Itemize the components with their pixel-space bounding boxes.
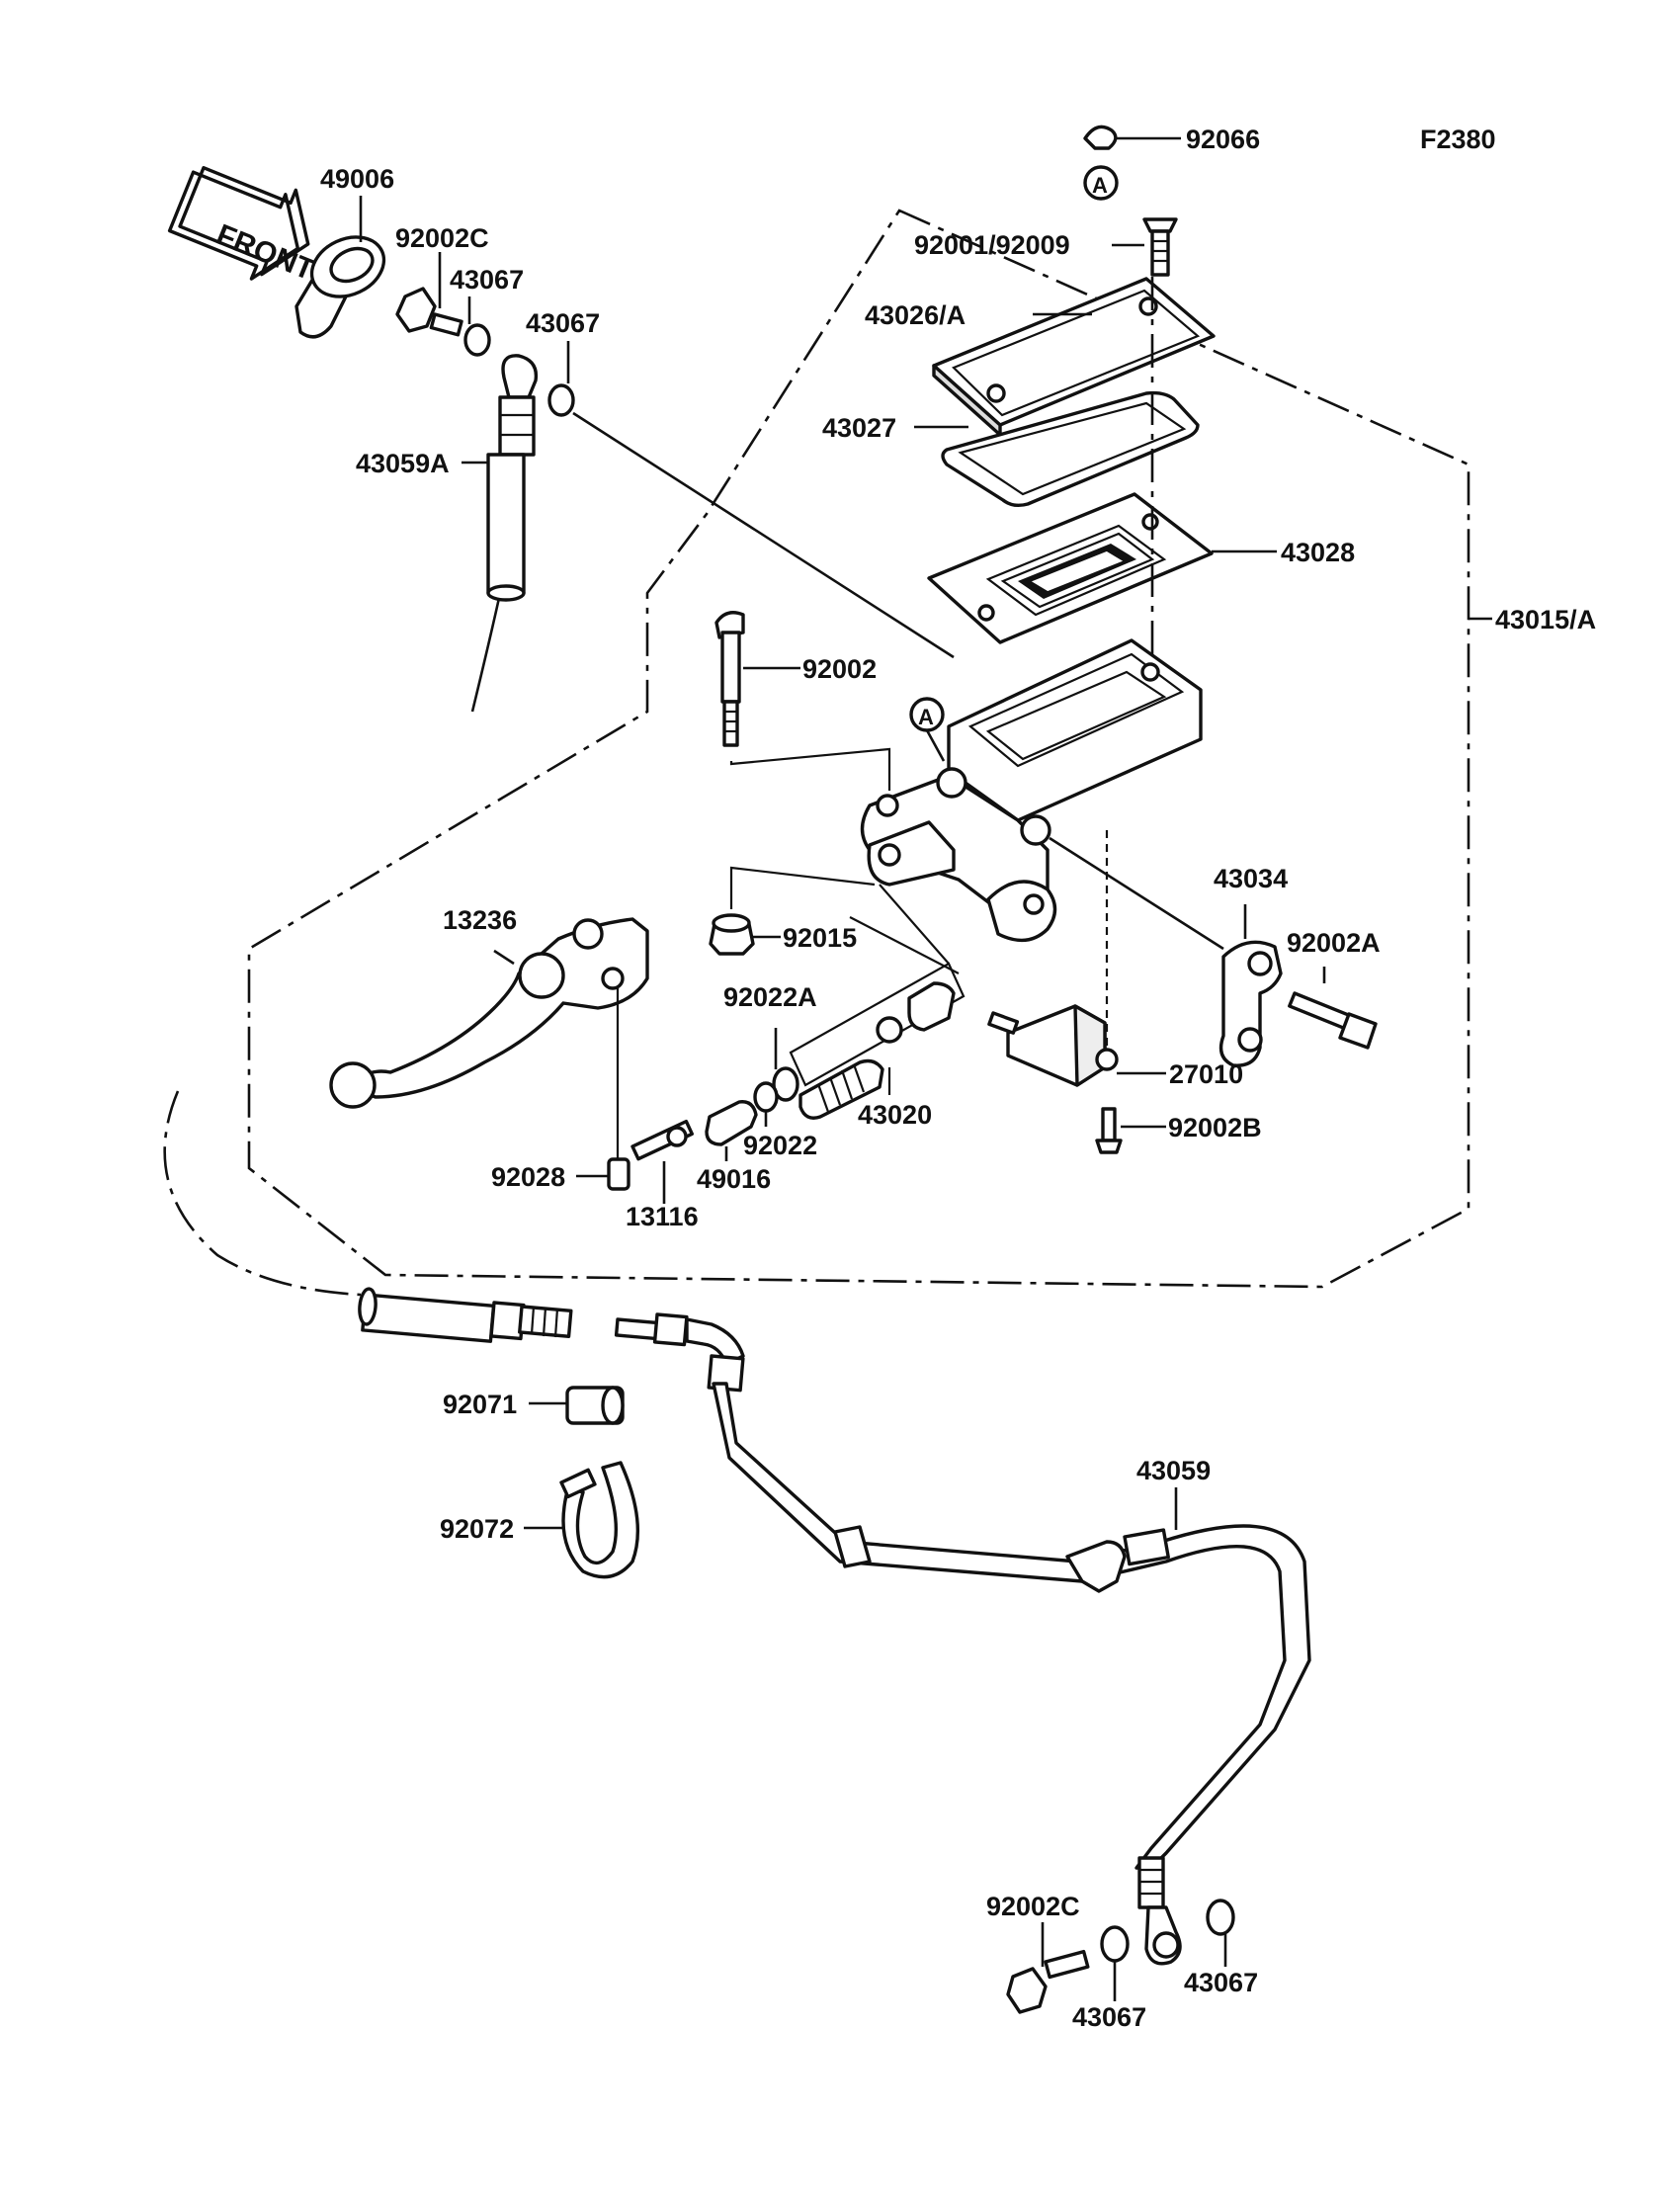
label-13116: 13116 xyxy=(626,1202,699,1231)
label-92002c-top: 92002C xyxy=(395,223,489,253)
label-43026a: 43026/A xyxy=(865,300,966,330)
part-43067-top-1 xyxy=(463,296,491,357)
part-43059 xyxy=(712,1382,1311,1870)
svg-text:A: A xyxy=(1092,173,1108,198)
part-92022a xyxy=(772,1028,799,1102)
label-43015a: 43015/A xyxy=(1495,605,1596,634)
center-line-bore xyxy=(849,916,960,974)
hose-end-right xyxy=(1137,1856,1182,1966)
part-43028 xyxy=(927,492,1277,644)
label-43067-top-1: 43067 xyxy=(450,265,524,295)
part-43059a xyxy=(462,354,539,713)
label-43067-top-2: 43067 xyxy=(526,308,600,338)
label-43059a: 43059A xyxy=(356,449,450,478)
label-43067-bottom-2: 43067 xyxy=(1184,1968,1258,1997)
part-92028 xyxy=(576,1157,630,1191)
hose-route-line xyxy=(163,1090,362,1297)
ref-mark-a-top: A xyxy=(1083,165,1119,201)
label-92002: 92002 xyxy=(802,654,877,684)
part-92002b xyxy=(1095,1107,1166,1154)
label-43034: 43034 xyxy=(1214,864,1288,893)
label-92002a: 92002A xyxy=(1287,928,1381,958)
part-92002a xyxy=(1288,967,1378,1050)
part-92022 xyxy=(753,1081,779,1127)
label-43067-bottom-1: 43067 xyxy=(1072,2002,1146,2032)
svg-text:A: A xyxy=(918,705,934,729)
part-92066 xyxy=(1083,125,1181,150)
part-13116 xyxy=(630,1119,694,1204)
part-92015 xyxy=(709,866,876,956)
part-92072 xyxy=(524,1461,640,1579)
label-92071: 92071 xyxy=(443,1390,517,1419)
part-43020 xyxy=(789,962,966,1120)
part-27010 xyxy=(987,830,1166,1087)
label-43027: 43027 xyxy=(822,413,896,443)
part-92002c-bottom xyxy=(1006,1922,1090,2014)
ref-mark-a-body: A xyxy=(909,697,946,762)
part-13236 xyxy=(329,917,649,1166)
label-92001-92009: 92001/92009 xyxy=(914,230,1070,260)
part-43067-bottom-2 xyxy=(1206,1899,1235,1967)
connection-line xyxy=(572,411,955,659)
part-92002c-top xyxy=(395,252,463,337)
part-92071 xyxy=(529,1386,625,1425)
part-43067-bottom-1 xyxy=(1100,1925,1130,2001)
hose-clamp-mid xyxy=(833,1525,1170,1593)
label-92022a: 92022A xyxy=(723,982,817,1012)
assembly-outline xyxy=(247,209,1470,1289)
label-43028: 43028 xyxy=(1281,538,1355,567)
part-43027 xyxy=(914,390,1200,508)
label-92066: 92066 xyxy=(1186,125,1260,154)
label-13236: 13236 xyxy=(443,905,517,935)
label-49016: 49016 xyxy=(697,1164,771,1194)
label-92072: 92072 xyxy=(440,1514,514,1544)
label-92002c-bottom: 92002C xyxy=(986,1892,1080,1921)
part-43034 xyxy=(1049,836,1283,1067)
label-92015: 92015 xyxy=(783,923,857,953)
master-cylinder-body xyxy=(860,638,1203,943)
part-49006 xyxy=(294,196,386,339)
label-43059: 43059 xyxy=(1136,1456,1211,1485)
part-43067-top-2 xyxy=(547,341,575,417)
label-92002b: 92002B xyxy=(1168,1113,1262,1142)
label-43020: 43020 xyxy=(858,1100,932,1130)
label-49006: 49006 xyxy=(320,164,394,194)
center-line-bore-2 xyxy=(879,884,950,965)
part-92001-92009 xyxy=(1112,217,1178,277)
hose-end-left xyxy=(358,1287,573,1343)
label-92022: 92022 xyxy=(743,1131,817,1160)
label-92028: 92028 xyxy=(491,1162,565,1192)
part-92002 xyxy=(714,611,891,791)
hose-fitting-mid xyxy=(614,1312,745,1393)
part-49016 xyxy=(705,1100,758,1161)
figure-code: F2380 xyxy=(1420,125,1496,154)
front-arrow-icon xyxy=(167,166,310,281)
label-27010: 27010 xyxy=(1169,1059,1243,1089)
